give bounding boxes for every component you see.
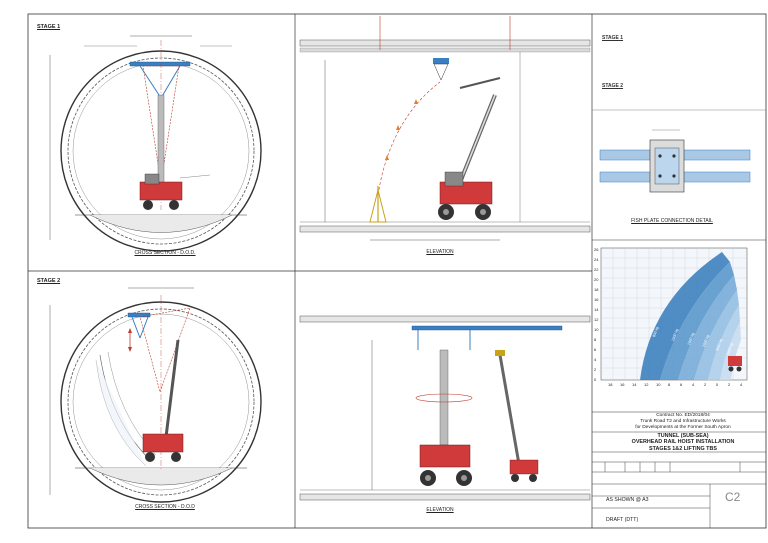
tb-scale: AS SHOWN @ A3 [606,497,649,503]
chart-x-tick: 0 [716,382,719,387]
notes-stage-1-heading: STAGE 1 [602,35,624,41]
cross-section-1-title: CROSS SECTION - D.O.D. [134,250,196,256]
tb-project-line-2: for Developments at the Former South Apr… [635,425,731,430]
notes-stage-2: STAGE 2 [602,84,623,89]
stage-2-label: STAGE 2 [37,278,61,284]
stage-1-label: STAGE 1 [37,24,61,30]
zone-4000kg [720,322,741,380]
chart-x-tick: 4 [740,382,743,387]
load-chart [600,247,748,381]
elevation-1 [299,16,591,241]
zone-1000kg [660,262,734,380]
cross-section-2 [49,287,262,503]
chart-x-tick: 14 [632,382,637,387]
tb-drawing-title: TUNNEL (SUB-SEA) OVERHEAD RAIL HOIST INS… [600,433,766,452]
chart-y-tick: 22 [594,267,599,272]
title-block [592,431,766,528]
chart-y-tick: 10 [594,327,599,332]
tb-title-line-1: TUNNEL (SUB-SEA) [657,433,709,439]
tb-project-line-1: Trunk Road T2 and Infrastructure Works [640,419,726,424]
tb-title-line-3: STAGES 1&2 LIFTING TBS [649,445,717,452]
chart-x-tick: 8 [668,382,671,387]
tb-status: DRAFT (DTT) [606,517,639,523]
tb-title-line-2: OVERHEAD RAIL HOIST INSTALLATION [631,439,735,446]
fish-plate-detail [599,129,751,193]
tb-contract: Contract No. ED/2018/04 Trunk Road T2 an… [600,413,766,431]
cross-section-2-title: CROSS SECTION - D.O.D [135,504,195,510]
chart-y-tick: 20 [594,277,599,282]
tb-revision: C2 [725,490,741,504]
chart-y-tick: 6 [594,347,597,352]
chart-y-tick: 26 [594,247,599,252]
chart-y-tick: 8 [594,337,597,342]
chart-x-tick: 12 [644,382,649,387]
chart-x-tick: 16 [620,382,625,387]
notes-stage-1: STAGE 1 [602,36,623,41]
chart-y-tick: 16 [594,297,599,302]
chart-y-tick: 4 [594,357,597,362]
elevation-1-title: ELEVATION [426,249,454,255]
chart-x-tick: 2 [728,382,731,387]
zone-3000kg [708,305,740,380]
cross-section-1 [49,35,262,252]
chart-y-tick: 18 [594,287,599,292]
chart-x-tick: 18 [608,382,613,387]
fish-plate-title: FISH PLATE CONNECTION DETAIL [631,218,713,224]
chart-y-tick: 12 [594,317,599,322]
chart-y-tick: 14 [594,307,599,312]
elevation-2-title: ELEVATION [426,507,454,513]
chart-y-tick: 0 [594,377,597,382]
tb-contract-no: Contract No. ED/2018/04 [656,413,710,418]
zone-800kg [640,252,730,380]
zone-2500kg [694,290,739,380]
zone-1600kg [678,275,737,380]
chart-x-tick: 2 [704,382,707,387]
chart-x-tick: 6 [680,382,683,387]
chart-x-tick: 10 [656,382,661,387]
chart-x-tick: 4 [692,382,695,387]
chart-y-tick: 24 [594,257,599,262]
elevation-2 [299,315,591,501]
chart-y-tick: 2 [594,367,597,372]
notes-stage-2-heading: STAGE 2 [602,83,624,89]
